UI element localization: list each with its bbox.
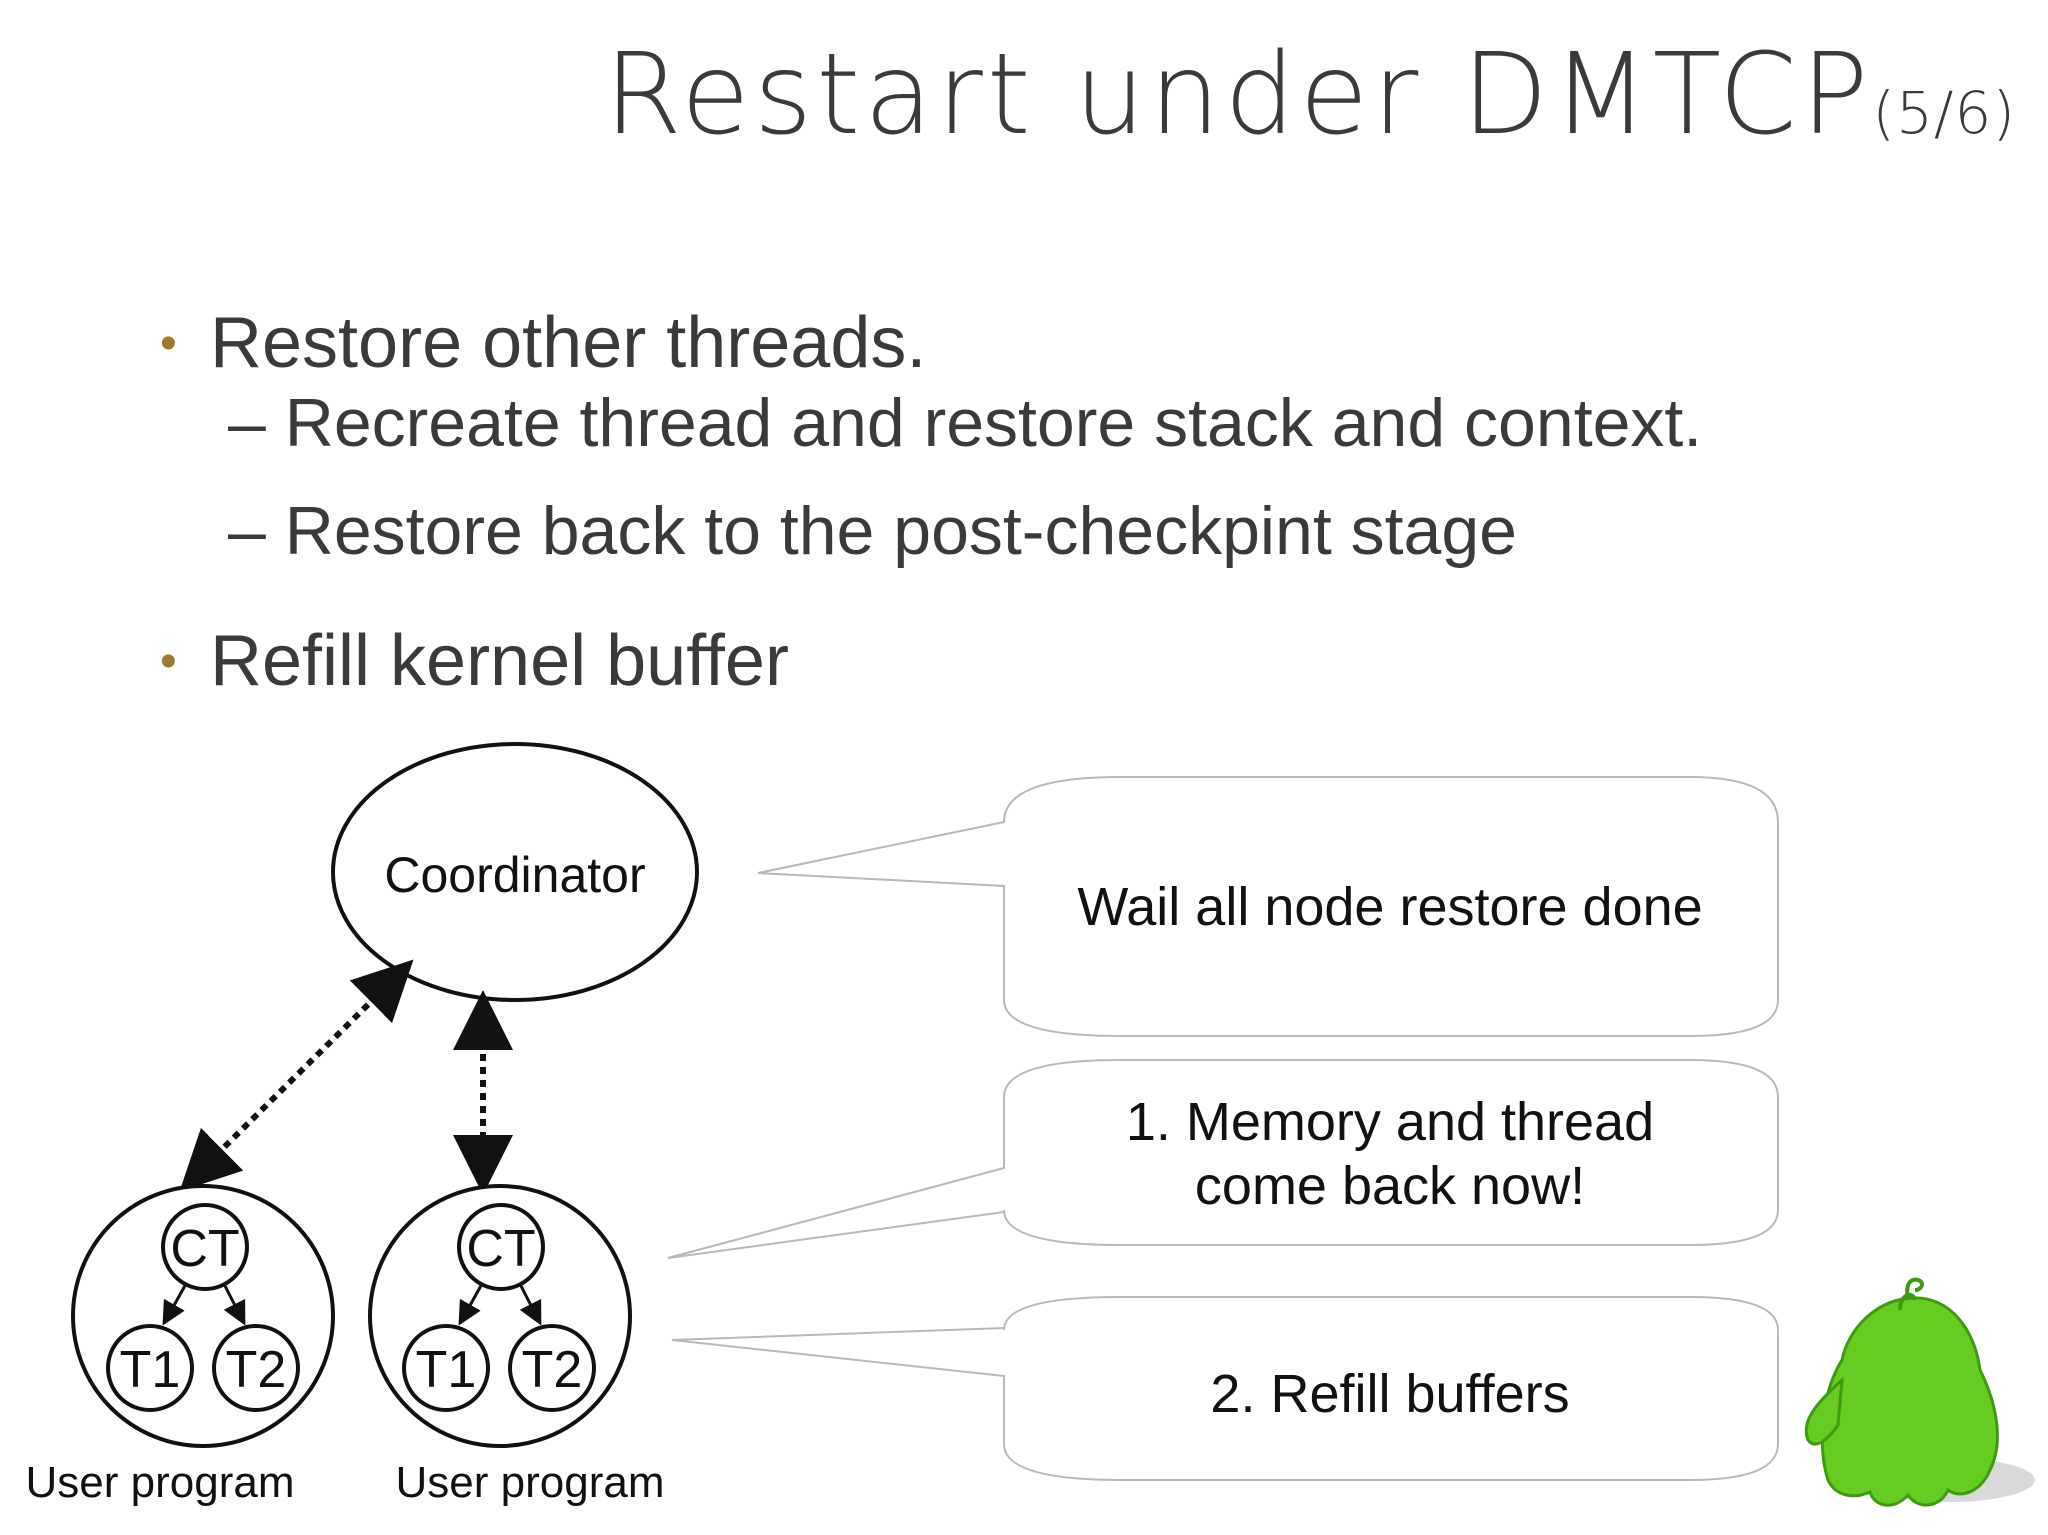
sub-bullet-1: – Recreate thread and restore stack and … bbox=[228, 384, 1702, 462]
thread-t1-label: T1 bbox=[120, 1341, 181, 1399]
thread-ct-circle bbox=[457, 1203, 545, 1291]
thread-ct-label: CT bbox=[170, 1220, 239, 1278]
bullet-text: Refill kernel buffer bbox=[210, 621, 789, 701]
bullet-list: • Restore other threads. – Recreate thre… bbox=[0, 0, 2048, 720]
coordinator-ellipse bbox=[331, 742, 699, 1002]
title-page-indicator: (5/6) bbox=[1872, 79, 2016, 147]
callout-memory-thread: 1. Memory and thread come back now! bbox=[667, 1059, 1779, 1259]
bullet-item-1: • Restore other threads. bbox=[160, 302, 927, 384]
user-program-node-1: CT T1 T2 User program bbox=[26, 1184, 335, 1507]
bullet-dot: • bbox=[160, 635, 177, 688]
slide-title: Restart under DMTCP(5/6) bbox=[604, 30, 2016, 160]
sub-bullet-text: Recreate thread and restore stack and co… bbox=[284, 385, 1703, 461]
user-program-node-2: CT T1 T2 User program bbox=[368, 1184, 665, 1507]
coordinator-label: Coordinator bbox=[384, 847, 645, 903]
dash-marker: – bbox=[228, 385, 285, 461]
callout-bubble bbox=[667, 1059, 1779, 1259]
bullet-item-2: • Refill kernel buffer bbox=[160, 620, 789, 702]
callout-text-line-2: come back now! bbox=[1195, 1156, 1585, 1216]
callout-text: Wail all node restore done bbox=[1077, 877, 1702, 937]
edge-ct-t2 bbox=[518, 1283, 542, 1326]
thread-t2-label: T2 bbox=[522, 1341, 583, 1399]
thread-t1-label: T1 bbox=[416, 1341, 477, 1399]
thread-t1-circle bbox=[106, 1324, 194, 1412]
connector-coordinator-node1 bbox=[179, 959, 414, 1192]
edge-ct-t1 bbox=[162, 1283, 188, 1326]
callout-text-line-1: 1. Memory and thread bbox=[1126, 1092, 1654, 1152]
callout-text: 2. Refill buffers bbox=[1210, 1364, 1569, 1424]
sub-bullet-2: – Restore back to the post-checkpint sta… bbox=[228, 492, 1517, 570]
thread-t2-circle bbox=[212, 1324, 300, 1412]
title-main: Restart under DMTCP bbox=[604, 30, 1873, 160]
sub-bullet-text: Restore back to the post-checkpint stage bbox=[284, 493, 1517, 569]
edge-ct-t1 bbox=[458, 1283, 484, 1326]
coordinator-node: Coordinator bbox=[331, 742, 699, 1002]
thread-t1-circle bbox=[402, 1324, 490, 1412]
edge-ct-t2 bbox=[222, 1283, 246, 1326]
callout-bubble bbox=[757, 776, 1779, 1037]
user-program-label: User program bbox=[26, 1458, 295, 1507]
thread-t2-label: T2 bbox=[226, 1341, 287, 1399]
thread-t2-circle bbox=[508, 1324, 596, 1412]
bullet-text: Restore other threads. bbox=[210, 303, 927, 383]
callout-bubble bbox=[671, 1296, 1779, 1481]
callout-refill-buffers: 2. Refill buffers bbox=[671, 1296, 1779, 1481]
dash-marker: – bbox=[228, 493, 285, 569]
callout-coordinator: Wail all node restore done bbox=[757, 776, 1779, 1037]
bullet-dot: • bbox=[160, 317, 177, 370]
thread-ct-label: CT bbox=[466, 1220, 535, 1278]
user-program-label: User program bbox=[396, 1458, 665, 1507]
thread-ct-circle bbox=[161, 1203, 249, 1291]
green-android-mascot-icon bbox=[1804, 1277, 2035, 1507]
